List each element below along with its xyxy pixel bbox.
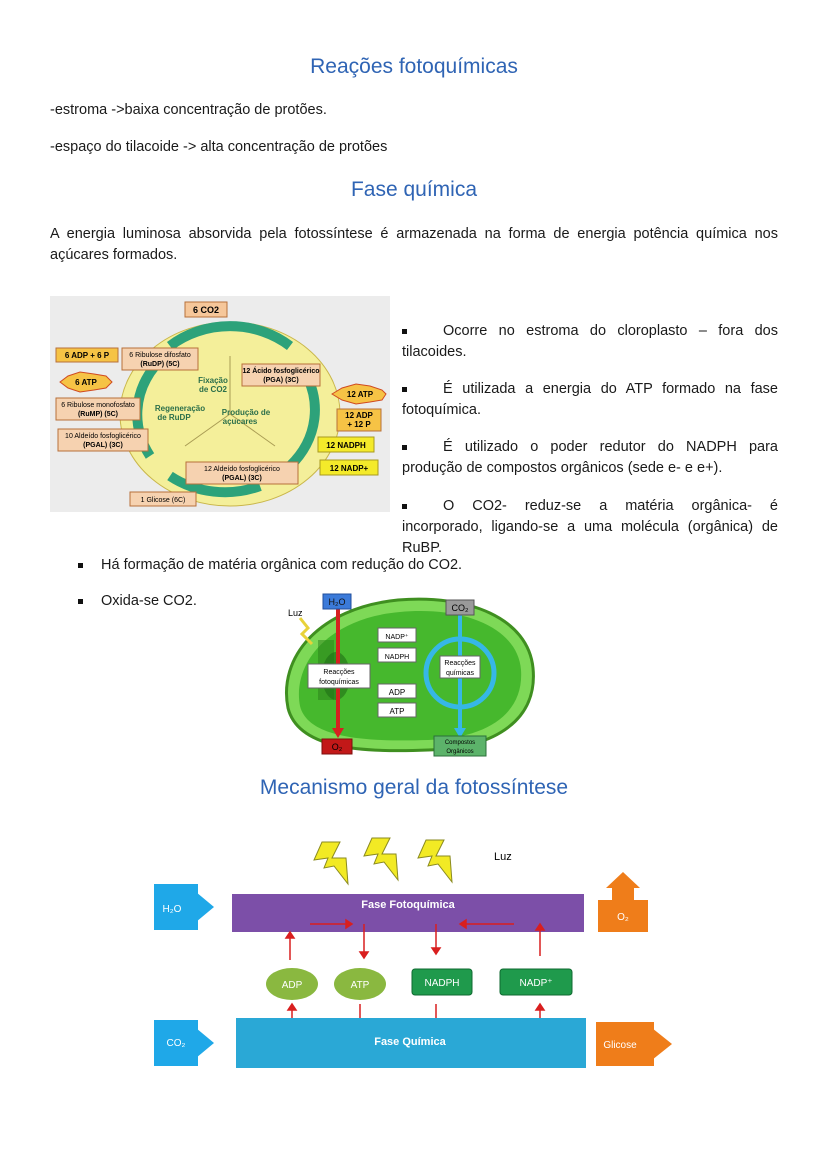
mech-o2: O₂ bbox=[617, 912, 629, 923]
mech-adp: ADP bbox=[282, 980, 303, 991]
calvin-prod1: Produção de bbox=[222, 408, 271, 417]
calvin-nadph: 12 NADPH bbox=[326, 441, 366, 450]
calvin-rudp: 6 Ribulose difosfato bbox=[129, 352, 191, 359]
bullet-right-1: Ocorre no estroma do cloroplasto – fora … bbox=[402, 323, 778, 360]
mech-quim: Fase Química bbox=[374, 1036, 446, 1048]
bullet-marker bbox=[402, 444, 407, 450]
calvin-pgal12: 12 Aldeído fosfoglicérico bbox=[204, 466, 280, 473]
mech-nadp: NADP⁺ bbox=[519, 978, 552, 989]
bullet-left-1: Há formação de matéria orgânica com redu… bbox=[78, 555, 462, 576]
calvin-pgal12b: (PGAL) (3C) bbox=[222, 475, 262, 482]
calvin-pgal10b: (PGAL) (3C) bbox=[83, 442, 123, 449]
chloro-comp1: Compostos bbox=[445, 740, 475, 746]
heading-reacoes-fotoquimicas: Reações fotoquímicas bbox=[310, 55, 518, 78]
mech-luz: Luz bbox=[494, 851, 512, 863]
calvin-rudp2: (RuDP) (5C) bbox=[140, 361, 179, 368]
calvin-fix1: Fixação bbox=[198, 376, 228, 385]
calvin-adp12b: + 12 P bbox=[347, 420, 371, 429]
bullet-right-3: É utilizado o poder redutor do NADPH par… bbox=[402, 439, 778, 476]
chloro-co2: CO₂ bbox=[452, 603, 470, 613]
calvin-rump: 6 Ribulose monofosfato bbox=[61, 402, 135, 409]
chloro-h2o: H₂O bbox=[329, 597, 346, 607]
calvin-reg2: de RuDP bbox=[157, 413, 191, 422]
chloro-nadpp: NADP⁺ bbox=[385, 633, 408, 641]
bullet-marker bbox=[78, 562, 83, 568]
chloro-foto1: Reacções bbox=[323, 669, 355, 676]
heading-mecanismo: Mecanismo geral da fotossíntese bbox=[259, 776, 569, 799]
calvin-cycle-diagram: 6 CO2 6 ADP + 6 P 6 Ribulose difosfato (… bbox=[50, 296, 390, 512]
calvin-pgal10: 10 Aldeído fosfoglicérico bbox=[65, 433, 141, 440]
calvin-prod2: açucares bbox=[223, 417, 258, 426]
calvin-co2: 6 CO2 bbox=[193, 305, 219, 315]
chloro-adp: ADP bbox=[389, 688, 405, 697]
chloro-nadph: NADPH bbox=[385, 654, 410, 661]
mech-co2: CO₂ bbox=[167, 1038, 186, 1049]
bullet-right-2: É utilizada a energia do ATP formado na … bbox=[402, 381, 778, 418]
mech-foto: Fase Fotoquímica bbox=[361, 899, 455, 911]
calvin-pga: 12 Ácido fosfoglicérico bbox=[242, 366, 319, 375]
line-estroma: -estroma ->baixa concentração de protões… bbox=[50, 102, 327, 118]
bullet-right-4: O CO2- reduz-se a matéria orgânica- é in… bbox=[402, 498, 778, 556]
calvin-fix2: de CO2 bbox=[199, 385, 228, 394]
chloro-luz: Luz bbox=[288, 608, 303, 618]
bullet-marker bbox=[402, 386, 407, 392]
calvin-glicose: 1 Glicose (6C) bbox=[141, 497, 186, 504]
mech-nadph: NADPH bbox=[424, 978, 459, 989]
chloro-foto2: fotoquímicas bbox=[319, 679, 359, 686]
heading-fase-quimica: Fase química bbox=[350, 178, 478, 201]
calvin-atp12: 12 ATP bbox=[347, 390, 374, 399]
intro-paragraph: A energia luminosa absorvida pela fotoss… bbox=[50, 226, 778, 263]
calvin-rump2: (RuMP) (5C) bbox=[78, 411, 118, 418]
bullet-marker bbox=[402, 503, 407, 509]
line-espaco-tilacoide: -espaço do tilacoide -> alta concentraçã… bbox=[50, 139, 388, 155]
bullet-marker bbox=[78, 598, 83, 604]
chloroplast-diagram: Luz H₂O CO₂ NADP⁺ NADPH Reacções fotoquí… bbox=[285, 593, 535, 757]
mech-atp: ATP bbox=[351, 980, 370, 991]
mechanism-diagram: Luz H₂O Fase Fotoquímica O₂ ADP ATP NADP… bbox=[154, 837, 672, 1068]
bullet-marker bbox=[402, 328, 407, 334]
mech-glicose: Glicose bbox=[603, 1040, 637, 1051]
chloro-quim2: químicas bbox=[446, 670, 475, 677]
bullet-left-2: Oxida-se CO2. bbox=[78, 591, 197, 612]
calvin-atp6: 6 ATP bbox=[75, 378, 97, 387]
chloro-atp: ATP bbox=[390, 707, 405, 716]
calvin-adp6: 6 ADP + 6 P bbox=[65, 351, 110, 360]
calvin-reg1: Regeneração bbox=[155, 404, 205, 413]
calvin-adp12: 12 ADP bbox=[345, 411, 373, 420]
chloro-o2: O₂ bbox=[332, 742, 343, 752]
calvin-pga2: (PGA) (3C) bbox=[263, 377, 298, 384]
chloro-comp2: Orgânicos bbox=[446, 749, 473, 755]
mech-h2o: H₂O bbox=[163, 904, 182, 915]
chloro-quim1: Reacções bbox=[444, 660, 476, 667]
calvin-nadp: 12 NADP+ bbox=[330, 464, 369, 473]
